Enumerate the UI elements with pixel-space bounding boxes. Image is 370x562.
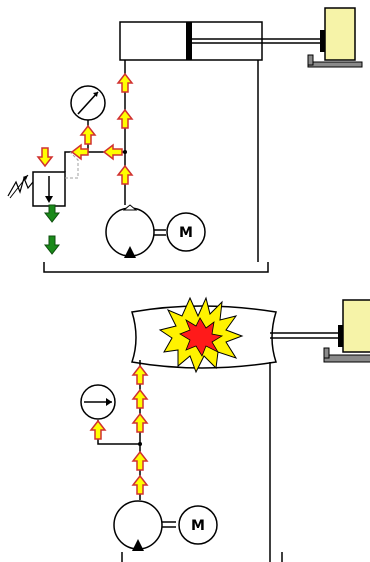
load-block-bottom — [323, 299, 370, 363]
load-weight — [324, 7, 356, 61]
flow-arrow-up — [116, 164, 134, 185]
explosion-inner — [179, 317, 224, 357]
load-support — [307, 61, 363, 68]
motor-top: M — [166, 212, 206, 252]
piston-head — [186, 22, 192, 60]
load-support — [323, 354, 370, 363]
relief-valve — [7, 151, 79, 207]
return-arrow-down — [43, 204, 61, 223]
cylinder-top — [119, 21, 325, 61]
load-weight — [342, 299, 370, 353]
flow-arrow-up — [89, 419, 107, 440]
pilot-line — [65, 151, 79, 179]
flow-arrow-up — [131, 474, 149, 495]
flow-arrow-left — [102, 143, 123, 161]
flow-arrow-down — [36, 147, 54, 168]
flow-arrow-up — [116, 108, 134, 129]
return-arrow-down — [43, 235, 61, 255]
pressure-gauge-bottom — [80, 384, 116, 420]
motor-label-top: M — [179, 225, 193, 241]
flow-arrow-left — [70, 143, 89, 161]
flow-arrow-up — [131, 388, 149, 409]
motor-bottom: M — [178, 505, 218, 545]
pressure-gauge-top — [70, 85, 106, 121]
flow-arrow-up — [79, 124, 97, 145]
circuit-with-relief-valve: M — [7, 7, 363, 273]
flow-arrow-up — [131, 450, 149, 471]
flow-arrow-up — [116, 72, 134, 93]
relief-spring — [7, 176, 34, 197]
pump-bottom — [113, 500, 176, 551]
return-flow-arrows-top — [43, 204, 61, 255]
pump-top — [105, 204, 166, 258]
flow-arrow-up — [131, 412, 149, 433]
rod-end-plate — [320, 30, 325, 52]
tank-top — [43, 262, 269, 273]
flow-arrow-up — [131, 364, 149, 385]
explosion-icon — [158, 296, 244, 374]
motor-label-bottom: M — [191, 518, 205, 534]
load-block-top — [307, 7, 363, 68]
pressure-flow-arrows-top — [36, 72, 134, 185]
circuit-without-relief-valve: M — [80, 296, 370, 562]
rod-end-plate — [338, 325, 343, 347]
pressure-flow-arrows-bottom — [89, 364, 149, 495]
